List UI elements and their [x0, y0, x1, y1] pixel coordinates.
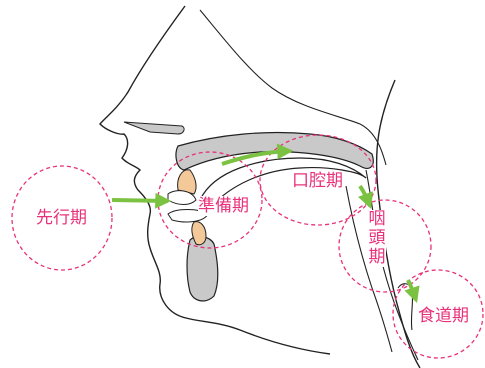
- mandible: [187, 237, 218, 301]
- pharyngeal-phase-label: 咽頭期: [368, 210, 386, 267]
- preparatory-phase-label: 準備期: [198, 196, 249, 216]
- arrow-into-mouth: [112, 200, 168, 201]
- oral-phase-label: 口腔期: [292, 171, 343, 191]
- esophageal-phase-label: 食道期: [418, 306, 469, 326]
- arrow-into-pharynx: [360, 186, 370, 206]
- nasal-bone: [124, 122, 184, 134]
- anticipatory-phase-label: 先行期: [36, 208, 87, 228]
